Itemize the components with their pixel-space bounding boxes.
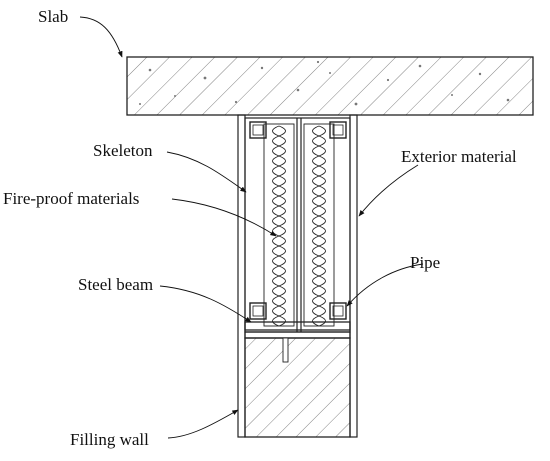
label-fireproof-materials: Fire-proof materials	[3, 189, 139, 208]
fireproof-insulation	[263, 123, 335, 327]
slab	[126, 56, 534, 116]
label-steel-beam: Steel beam	[78, 275, 153, 294]
slab-aggregate	[139, 60, 510, 106]
leader-lines	[79, 16, 424, 439]
pipes	[249, 121, 347, 320]
filling-wall	[244, 337, 351, 438]
label-skeleton: Skeleton	[93, 141, 153, 160]
label-slab: Slab	[38, 7, 68, 26]
label-filling-wall: Filling wall	[70, 430, 149, 449]
label-pipe: Pipe	[410, 253, 440, 272]
label-exterior-material: Exterior material	[401, 147, 517, 166]
